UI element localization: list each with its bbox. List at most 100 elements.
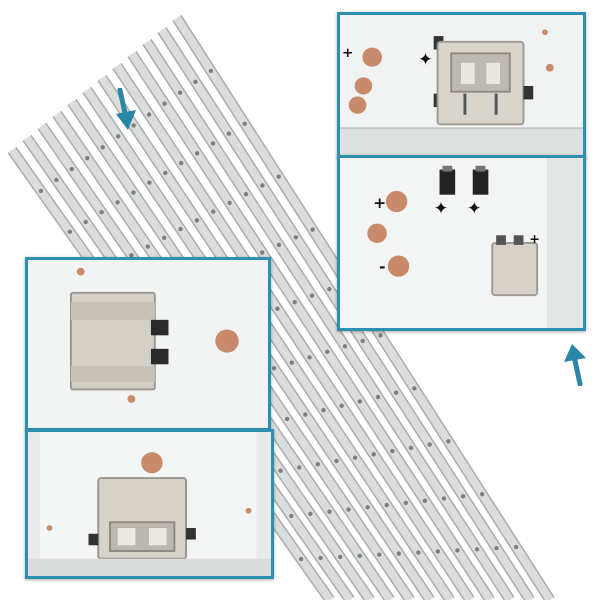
plus-marking-2: +	[373, 194, 386, 212]
led-chip	[211, 209, 216, 214]
svg-text:✦: ✦	[467, 199, 482, 219]
led-chip	[455, 548, 460, 553]
led-chip	[513, 544, 519, 550]
led-chip	[384, 502, 389, 508]
led-chip	[325, 349, 330, 355]
led-chip	[259, 250, 265, 255]
plus-marking: +	[342, 45, 353, 61]
led-chip	[67, 229, 73, 235]
led-chip	[276, 174, 281, 179]
led-chip	[54, 177, 59, 183]
led-chip	[242, 121, 248, 127]
svg-text:✦: ✦	[434, 199, 449, 219]
led-chip	[275, 306, 280, 311]
minus-marking: -	[379, 258, 385, 276]
led-chip	[293, 235, 299, 240]
led-chip	[146, 112, 152, 117]
led-chip	[271, 365, 277, 371]
led-chip	[260, 183, 265, 188]
led-chip	[115, 134, 121, 139]
led-chip	[163, 170, 168, 176]
led-chip	[375, 394, 381, 400]
led-chip	[346, 507, 351, 512]
led-chip	[289, 360, 295, 365]
led-strip	[127, 50, 495, 600]
led-chip	[131, 190, 136, 195]
inset-connector-side-view	[25, 257, 271, 431]
led-chip	[85, 155, 90, 161]
svg-text:✦: ✦	[418, 50, 433, 70]
led-chip	[99, 209, 104, 215]
led-chip	[318, 555, 323, 561]
led-chip	[460, 494, 466, 499]
led-chip	[303, 412, 308, 417]
led-chip	[446, 439, 451, 444]
led-chip	[416, 550, 421, 555]
led-chip	[194, 151, 200, 156]
led-chip	[315, 461, 321, 467]
led-chip	[494, 545, 499, 551]
led-chip	[243, 191, 249, 197]
led-chip	[337, 554, 343, 560]
led-chip	[100, 145, 105, 150]
led-chip	[327, 286, 332, 292]
led-chip	[441, 496, 447, 501]
led-chip	[289, 513, 294, 519]
led-chip	[427, 442, 432, 447]
led-chip	[147, 180, 152, 185]
plus-marking-3: +	[529, 231, 540, 246]
led-chip	[177, 90, 183, 95]
led-chip	[307, 355, 312, 360]
led-chip	[276, 242, 282, 248]
led-chip	[422, 498, 428, 503]
arrow-down-icon	[116, 88, 136, 130]
led-chip	[194, 218, 200, 223]
led-chip	[339, 403, 344, 409]
led-chip	[327, 509, 332, 514]
led-chip	[474, 547, 480, 552]
led-chip	[298, 556, 304, 562]
led-chip	[38, 188, 44, 194]
led-chip	[408, 445, 414, 451]
inset-connector-end-view	[25, 429, 274, 579]
led-chip	[284, 416, 290, 422]
led-chip	[278, 468, 283, 473]
led-chip	[292, 299, 297, 305]
led-chip	[371, 452, 376, 457]
led-chip	[357, 399, 363, 404]
led-chip	[178, 160, 184, 166]
led-chip	[226, 131, 232, 136]
led-chip	[360, 338, 365, 344]
led-chip	[403, 500, 409, 506]
led-chip	[393, 390, 399, 395]
led-chip	[357, 553, 362, 559]
inset-led-pads-and-connector: + - ✦ ✦ +	[337, 155, 586, 331]
led-chip	[227, 200, 232, 206]
led-chip	[145, 244, 151, 249]
led-chip	[115, 200, 120, 205]
led-strip	[142, 39, 515, 600]
led-chip	[69, 166, 75, 172]
led-chip	[321, 407, 326, 413]
led-chip	[342, 344, 348, 349]
led-chip	[435, 549, 441, 554]
arrow-up-icon	[564, 344, 586, 386]
led-chip	[412, 386, 417, 391]
led-chip	[193, 79, 198, 85]
led-chip	[310, 227, 315, 232]
led-chip	[309, 293, 315, 298]
led-chip	[162, 101, 167, 106]
led-chip	[208, 68, 214, 74]
led-chip	[396, 551, 402, 556]
led-chip	[352, 455, 358, 460]
led-chip	[129, 253, 134, 258]
led-chip	[334, 458, 339, 464]
led-chip	[378, 333, 383, 338]
led-chip	[161, 235, 167, 241]
led-chip	[390, 448, 395, 454]
led-chip	[131, 123, 136, 128]
led-chip	[377, 552, 382, 557]
led-chip	[479, 491, 485, 497]
led-chip	[210, 141, 216, 146]
